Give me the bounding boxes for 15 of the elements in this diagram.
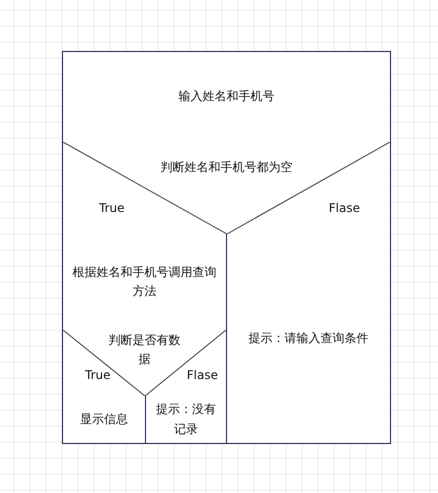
step-text: 输入姓名和手机号 bbox=[178, 88, 274, 106]
condition-text: 判断姓名和手机号都为空 bbox=[160, 159, 294, 176]
step-text: 提示：没有记录 bbox=[155, 401, 217, 438]
process-box bbox=[62, 396, 146, 444]
process-box bbox=[226, 234, 391, 444]
step-text: 根据姓名和手机号调用查询方法 bbox=[72, 264, 218, 300]
process-box bbox=[62, 51, 391, 143]
branch-label: Flase bbox=[186, 367, 218, 384]
process-box bbox=[145, 396, 227, 444]
branch-label: Flase bbox=[328, 200, 360, 217]
step-text: 提示：请输入查询条件 bbox=[248, 330, 368, 347]
branch-label: True bbox=[99, 200, 124, 217]
step-text: 显示信息 bbox=[80, 410, 128, 428]
branch-label: True bbox=[85, 367, 110, 384]
condition-text: 判断是否有数据 bbox=[108, 332, 182, 368]
